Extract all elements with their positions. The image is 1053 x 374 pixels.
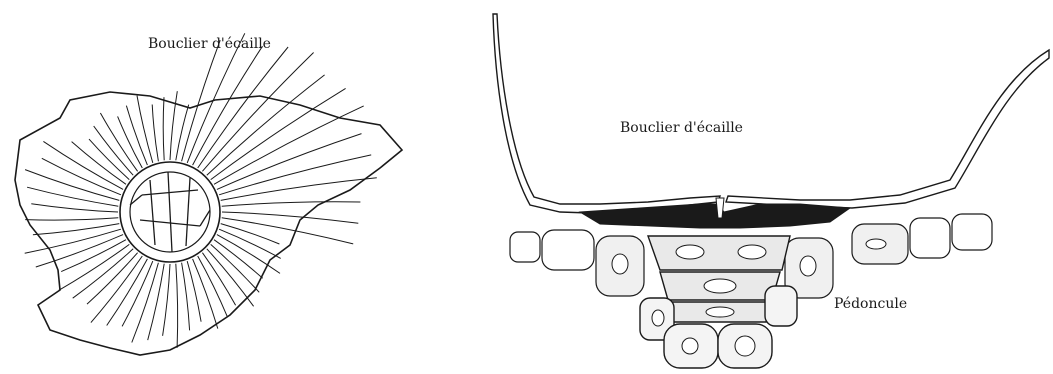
shield-center-notch	[716, 198, 724, 218]
label-scale-shield-right: Bouclier d'écaille	[620, 120, 743, 136]
label-peduncle: Pédoncule	[834, 296, 907, 312]
peduncle-cells	[640, 236, 797, 368]
shield-wing-right	[726, 50, 1049, 208]
shield-wing-left	[493, 14, 720, 214]
scale-cross-section	[493, 14, 1049, 368]
scale-top-view	[15, 33, 402, 355]
label-scale-shield-left: Bouclier d'écaille	[148, 36, 271, 52]
